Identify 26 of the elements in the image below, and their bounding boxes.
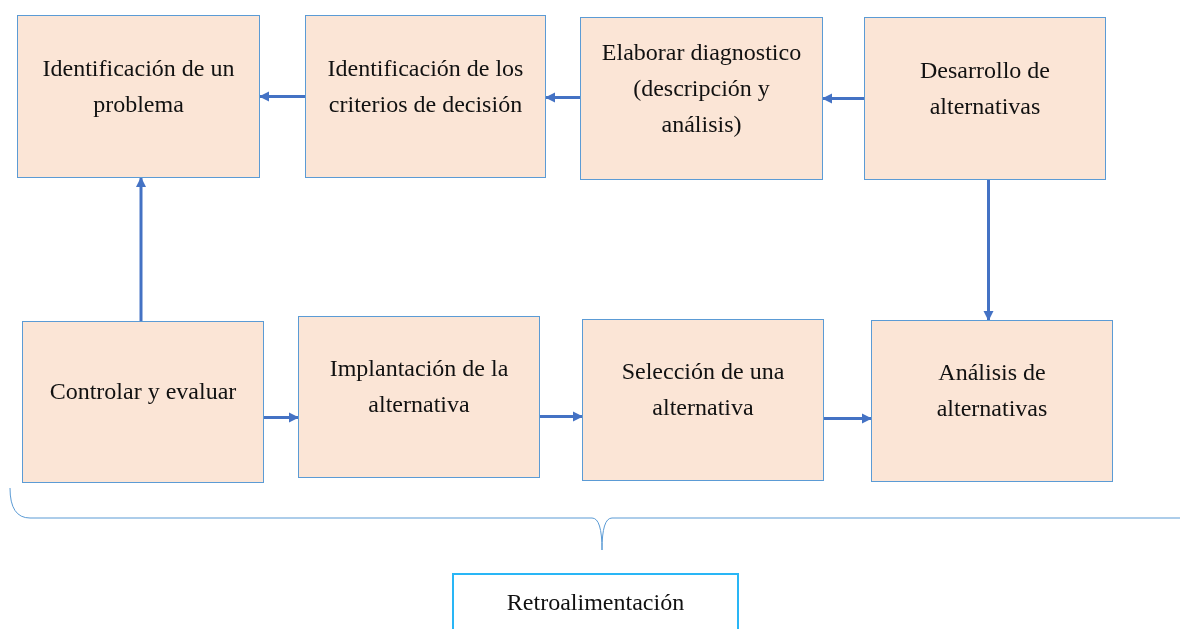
box-label: Identificación de los criterios de decisión [326, 53, 525, 119]
box-label: Análisis de alternativas [935, 358, 1049, 423]
box-label: Implantación de la alternativa [328, 354, 510, 419]
process-box [22, 321, 264, 483]
process-box [298, 316, 540, 478]
process-box [17, 15, 260, 178]
arrow [824, 413, 873, 424]
arrow [544, 92, 580, 103]
process-box [582, 319, 824, 481]
box-label: Desarrollo de alternativas [919, 55, 1051, 121]
process-box [305, 15, 546, 178]
feedback-box [452, 573, 739, 629]
process-box [580, 17, 823, 180]
arrow [258, 91, 305, 102]
box-label: Controlar y evaluar [49, 377, 237, 406]
box-label: Retroalimentación [506, 588, 685, 617]
arrow [540, 411, 584, 422]
arrow [983, 180, 994, 322]
box-label: Identificación de un problema [41, 53, 236, 119]
box-label: Elaborar diagnostico (descripción y análisis) [600, 37, 803, 139]
arrow [135, 176, 147, 321]
arrow [264, 412, 300, 423]
arrow [821, 93, 864, 104]
process-box [864, 17, 1106, 180]
box-label: Selección de una alternativa [620, 357, 786, 422]
process-box [871, 320, 1113, 482]
